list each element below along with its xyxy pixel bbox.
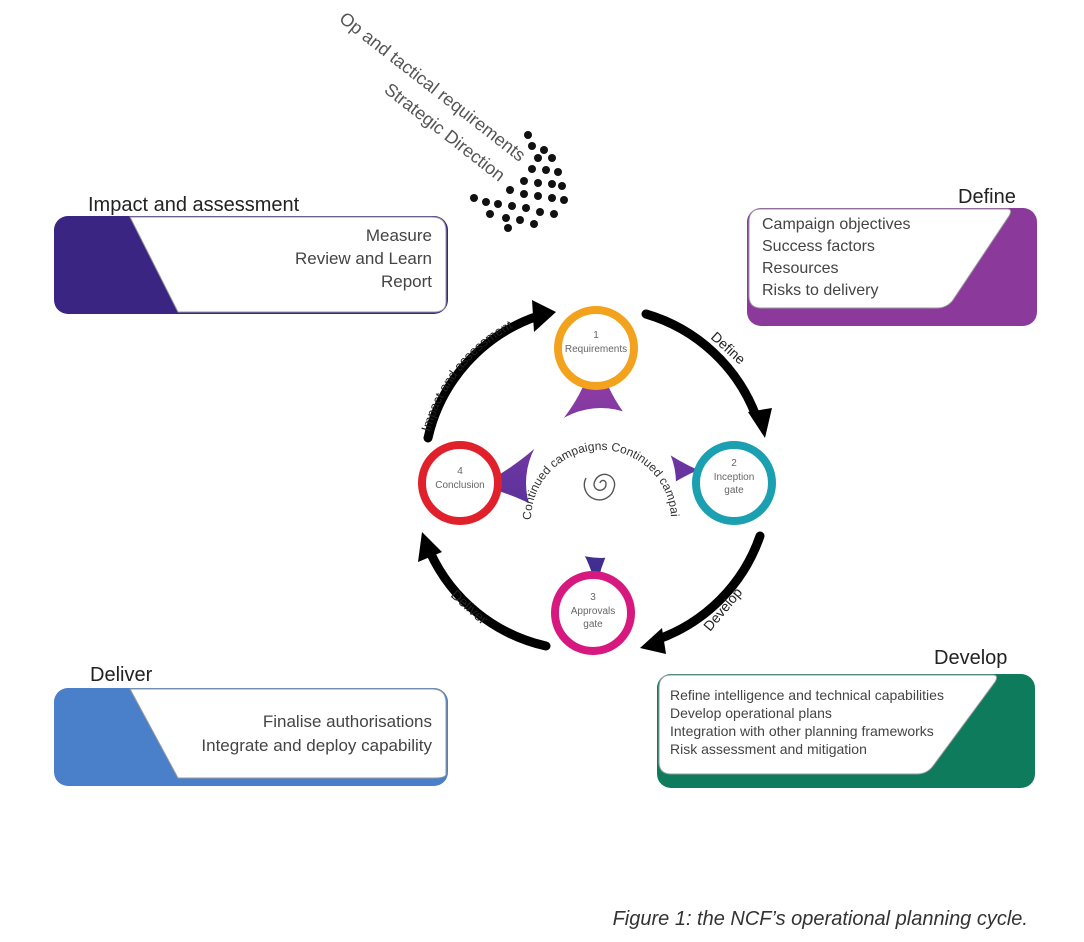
svg-text:4: 4 <box>457 466 463 477</box>
define-panel <box>747 208 1037 326</box>
arrow-impact <box>423 311 543 443</box>
svg-text:gate: gate <box>583 619 603 630</box>
arrowhead-deliver <box>418 532 442 562</box>
planning-cycle-diagram: Continued campaigns Continued campaigns … <box>400 290 776 655</box>
svg-text:gate: gate <box>724 485 744 496</box>
impact-item-report: Report <box>380 272 432 291</box>
impact-item-review: Review and Learn <box>294 249 432 268</box>
svg-text:1: 1 <box>593 330 599 341</box>
deliver-item-finalise: Finalise authorisations <box>262 712 432 731</box>
svg-text:Approvals: Approvals <box>571 606 615 617</box>
develop-item-plans: Develop operational plans <box>670 705 832 721</box>
develop-item-risk: Risk assessment and mitigation <box>670 741 867 757</box>
impact-panel <box>54 216 448 314</box>
strategic-direction-dots-icon <box>470 131 568 232</box>
figure-caption: Figure 1: the NCF’s operational planning… <box>612 908 1028 930</box>
arrowhead-define <box>748 408 772 438</box>
arrow-develop <box>651 531 765 645</box>
node-inception-gate: 2 Inception gate <box>692 441 776 525</box>
node-conclusion: 4 Conclusion <box>418 441 502 525</box>
define-item-success: Success factors <box>762 238 875 255</box>
deliver-item-integrate: Integrate and deploy capability <box>201 736 432 755</box>
develop-panel-title: Develop <box>934 647 1008 669</box>
arrowhead-develop <box>640 628 666 654</box>
define-item-resources: Resources <box>762 260 839 277</box>
spiral-icon <box>583 473 616 501</box>
impact-item-measure: Measure <box>365 226 432 245</box>
define-item-objectives: Campaign objectives <box>762 216 911 233</box>
define-panel-title: Define <box>958 186 1016 208</box>
svg-text:3: 3 <box>590 592 596 603</box>
deliver-panel-title: Deliver <box>90 664 153 686</box>
svg-text:Requirements: Requirements <box>565 344 627 355</box>
deliver-arrow-label: Deliver <box>448 586 491 627</box>
svg-text:Inception: Inception <box>714 472 755 483</box>
arrowhead-impact <box>532 300 556 332</box>
svg-text:Conclusion: Conclusion <box>435 480 484 491</box>
impact-arrow-label: Impact and assessment <box>418 317 515 433</box>
define-item-risks: Risks to delivery <box>762 282 879 299</box>
node-requirements: 1 Requirements <box>554 306 638 390</box>
develop-item-refine: Refine intelligence and technical capabi… <box>670 687 944 703</box>
arrow-deliver <box>425 547 551 651</box>
svg-text:Impact and assessment: Impact and assessment <box>418 317 515 433</box>
develop-panel <box>657 674 1035 788</box>
node-approvals-gate: 3 Approvals gate <box>551 571 635 655</box>
deliver-panel <box>54 688 448 786</box>
develop-item-integration: Integration with other planning framewor… <box>670 723 934 739</box>
arrow-define <box>641 309 761 421</box>
svg-text:2: 2 <box>731 458 737 469</box>
impact-panel-title: Impact and assessment <box>88 194 300 216</box>
